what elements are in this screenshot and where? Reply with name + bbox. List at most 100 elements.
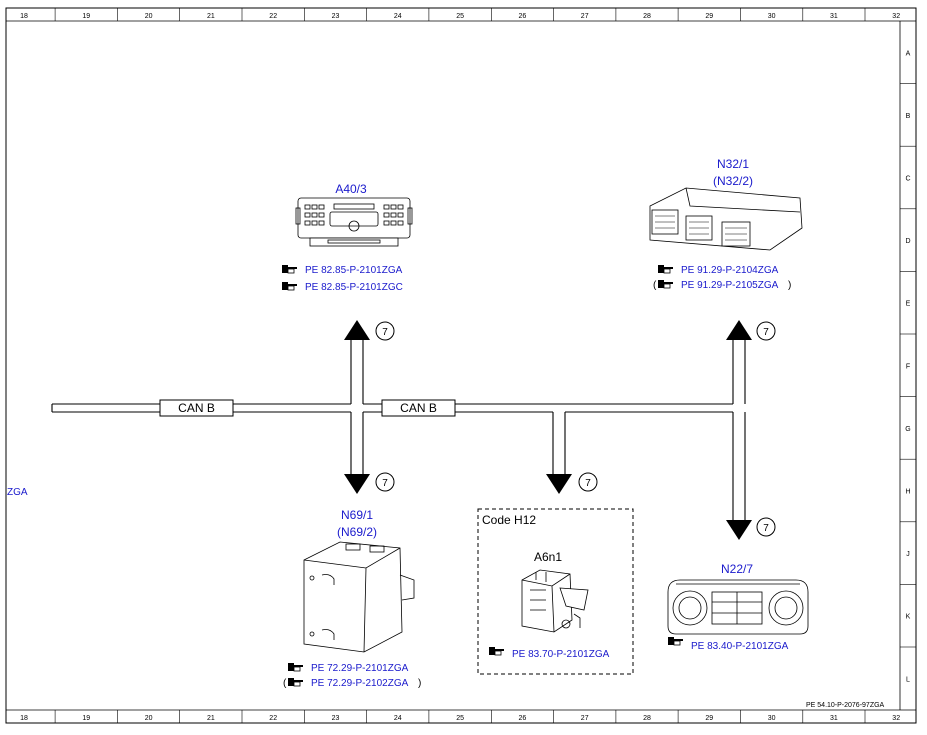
column-number: 28 bbox=[643, 715, 651, 722]
head-unit-button bbox=[397, 220, 404, 226]
column-number: 20 bbox=[145, 13, 153, 20]
arrow-up-a40 bbox=[344, 320, 370, 340]
head-unit-button bbox=[397, 212, 404, 218]
diagram-frame bbox=[5, 7, 917, 724]
column-number: 24 bbox=[394, 13, 402, 20]
column-number: 24 bbox=[394, 715, 402, 722]
code-label: Code H12 bbox=[482, 513, 536, 527]
ruler-ticks bbox=[54, 8, 916, 723]
a40-reference-2: PE 82.85-P-2101ZGC bbox=[282, 282, 403, 293]
svg-text:PE 83.70-P-2101ZGA: PE 83.70-P-2101ZGA bbox=[512, 649, 610, 660]
circle-marker-a6n1: 7 bbox=[578, 472, 598, 492]
head-unit-button bbox=[318, 220, 325, 226]
climate-panel-drawing bbox=[667, 579, 809, 635]
pointing-hand-icon bbox=[658, 265, 673, 274]
component-alt-label-n69: (N69/2) bbox=[337, 525, 377, 539]
column-number: 21 bbox=[207, 13, 215, 20]
column-number: 18 bbox=[20, 715, 28, 722]
column-number: 20 bbox=[145, 715, 153, 722]
component-alt-label-n32: (N32/2) bbox=[713, 174, 753, 188]
svg-text:7: 7 bbox=[763, 327, 769, 338]
column-number: 27 bbox=[581, 715, 589, 722]
head-unit-button bbox=[383, 204, 390, 210]
column-number: 19 bbox=[82, 13, 90, 20]
svg-text:PE 72.29-P-2101ZGA: PE 72.29-P-2101ZGA bbox=[311, 663, 409, 674]
column-number: 22 bbox=[269, 13, 277, 20]
column-number: 29 bbox=[705, 715, 713, 722]
optional-code-box bbox=[477, 508, 634, 675]
row-letter: G bbox=[905, 426, 910, 433]
row-letter: J bbox=[906, 551, 910, 558]
column-number: 28 bbox=[643, 13, 651, 20]
arrow-down-n69 bbox=[344, 474, 370, 494]
head-unit-button bbox=[311, 212, 318, 218]
row-letter: L bbox=[906, 676, 910, 683]
a6n1-reference-1: PE 83.70-P-2101ZGA bbox=[489, 647, 610, 660]
column-number: 22 bbox=[269, 715, 277, 722]
paren-close: ) bbox=[788, 280, 791, 291]
row-letter: A bbox=[906, 50, 911, 57]
module-box-drawing bbox=[303, 541, 415, 653]
left-edge-fragment: ZGA bbox=[7, 487, 28, 498]
column-number: 29 bbox=[705, 13, 713, 20]
pointing-hand-icon bbox=[668, 637, 683, 646]
svg-text:CAN B: CAN B bbox=[400, 401, 437, 415]
column-number: 27 bbox=[581, 13, 589, 20]
pointing-hand-icon bbox=[288, 663, 303, 672]
svg-text:7: 7 bbox=[763, 523, 769, 534]
column-number: 25 bbox=[456, 715, 464, 722]
circle-marker-a40: 7 bbox=[375, 321, 395, 341]
head-unit-button bbox=[318, 212, 325, 218]
component-label-a6n1: A6n1 bbox=[534, 550, 562, 564]
head-unit-button bbox=[304, 220, 311, 226]
svg-text:7: 7 bbox=[382, 327, 388, 338]
n69-reference-2: ( PE 72.29-P-2102ZGA ) bbox=[283, 678, 421, 689]
column-number: 30 bbox=[768, 715, 776, 722]
row-letter: B bbox=[906, 113, 911, 120]
column-number: 26 bbox=[519, 13, 527, 20]
head-unit-button bbox=[383, 220, 390, 226]
row-letter: H bbox=[905, 489, 910, 496]
can-b-label-right: CAN B bbox=[381, 399, 456, 417]
row-letter: D bbox=[905, 238, 910, 245]
svg-text:CAN B: CAN B bbox=[178, 401, 215, 415]
head-unit-button bbox=[390, 204, 397, 210]
n32-reference-1: PE 91.29-P-2104ZGA bbox=[658, 265, 779, 276]
column-number: 21 bbox=[207, 715, 215, 722]
svg-text:PE 91.29-P-2105ZGA: PE 91.29-P-2105ZGA bbox=[681, 280, 779, 291]
n32-reference-2: ( PE 91.29-P-2105ZGA ) bbox=[653, 280, 791, 291]
head-unit-button bbox=[318, 204, 325, 210]
row-letter: F bbox=[906, 363, 910, 370]
head-unit-button bbox=[304, 204, 311, 210]
arrow-down-a6n1 bbox=[546, 474, 572, 494]
row-letter: E bbox=[906, 301, 911, 308]
column-number: 32 bbox=[892, 13, 900, 20]
arrow-up-n32 bbox=[726, 320, 752, 340]
row-letter: C bbox=[905, 176, 910, 183]
paren-open: ( bbox=[283, 678, 287, 689]
arrow-down-n22 bbox=[726, 520, 752, 540]
column-number: 31 bbox=[830, 13, 838, 20]
head-unit-button bbox=[304, 212, 311, 218]
paren-open: ( bbox=[653, 280, 657, 291]
can-b-bus bbox=[51, 340, 746, 520]
column-number: 19 bbox=[82, 715, 90, 722]
column-number: 23 bbox=[332, 715, 340, 722]
component-label-a40: A40/3 bbox=[335, 182, 367, 196]
head-unit-drawing bbox=[295, 197, 413, 247]
a40-reference-1: PE 82.85-P-2101ZGA bbox=[282, 265, 403, 276]
document-reference: PE 54.10-P-2076-97ZGA bbox=[806, 702, 885, 709]
column-number: 32 bbox=[892, 715, 900, 722]
column-number: 23 bbox=[332, 13, 340, 20]
heater-unit-drawing bbox=[521, 569, 589, 633]
pointing-hand-icon bbox=[489, 647, 504, 656]
svg-text:PE 82.85-P-2101ZGC: PE 82.85-P-2101ZGC bbox=[305, 282, 403, 293]
pointing-hand-icon bbox=[658, 280, 673, 289]
svg-text:PE 91.29-P-2104ZGA: PE 91.29-P-2104ZGA bbox=[681, 265, 779, 276]
head-unit-button bbox=[390, 220, 397, 226]
can-b-label-left: CAN B bbox=[159, 399, 234, 417]
